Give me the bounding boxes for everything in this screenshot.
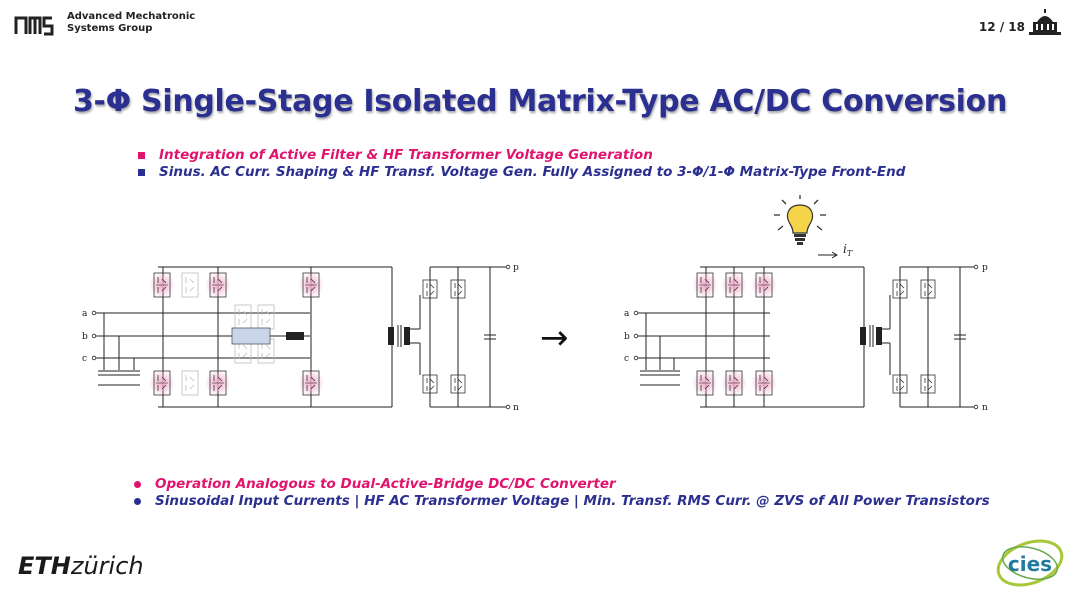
slide-title: 3-Φ Single-Stage Isolated Matrix-Type AC… (72, 84, 1008, 119)
cies-text: cies (1008, 552, 1052, 576)
square-bullet-icon (138, 169, 145, 176)
bullet-text: Integration of Active Filter & HF Transf… (159, 147, 653, 163)
org-name: Advanced Mechatronic Systems Group (67, 11, 195, 35)
bullet-item: Integration of Active Filter & HF Transf… (138, 147, 905, 164)
page-number: 12 / 18 (978, 20, 1025, 34)
phase-label-b: b (624, 332, 630, 342)
eth-logo-bold: ETH (18, 552, 71, 580)
circuit-diagram: a b c p n → (82, 195, 988, 413)
phase-label-a: a (624, 309, 630, 319)
bullet-list-top: Integration of Active Filter & HF Transf… (138, 147, 905, 181)
phase-label-c: c (624, 354, 629, 364)
transition-arrow-icon: → (540, 318, 569, 358)
bullet-text: Sinusoidal Input Currents | HF AC Transf… (155, 493, 990, 509)
bullet-text: Operation Analogous to Dual-Active-Bridg… (155, 476, 616, 492)
dc-label-p: p (513, 263, 519, 273)
bullet-list-bottom: Operation Analogous to Dual-Active-Bridg… (134, 476, 990, 510)
eth-logo-rest: zürich (70, 552, 144, 580)
ams-logo (14, 16, 54, 36)
round-bullet-icon (134, 498, 141, 505)
phase-label-b: b (82, 332, 88, 342)
eth-logo: ETHzürich (18, 552, 144, 580)
round-bullet-icon (134, 481, 141, 488)
org-line-2: Systems Group (67, 23, 153, 34)
dc-label-p: p (982, 263, 988, 273)
square-bullet-icon (138, 152, 145, 159)
org-line-1: Advanced Mechatronic (67, 11, 196, 22)
current-label: iT (843, 242, 853, 258)
dc-label-n: n (513, 403, 519, 413)
phase-label-a: a (82, 309, 88, 319)
bullet-text: Sinus. AC Curr. Shaping & HF Transf. Vol… (159, 164, 906, 180)
bullet-item: Sinusoidal Input Currents | HF AC Transf… (134, 493, 990, 510)
building-icon (1029, 9, 1061, 35)
cies-logo: cies (996, 539, 1064, 587)
bullet-item: Sinus. AC Curr. Shaping & HF Transf. Vol… (138, 164, 905, 181)
bullet-item: Operation Analogous to Dual-Active-Bridg… (134, 476, 990, 493)
dc-label-n: n (982, 403, 988, 413)
lightbulb-icon (774, 195, 826, 245)
phase-label-c: c (82, 354, 87, 364)
